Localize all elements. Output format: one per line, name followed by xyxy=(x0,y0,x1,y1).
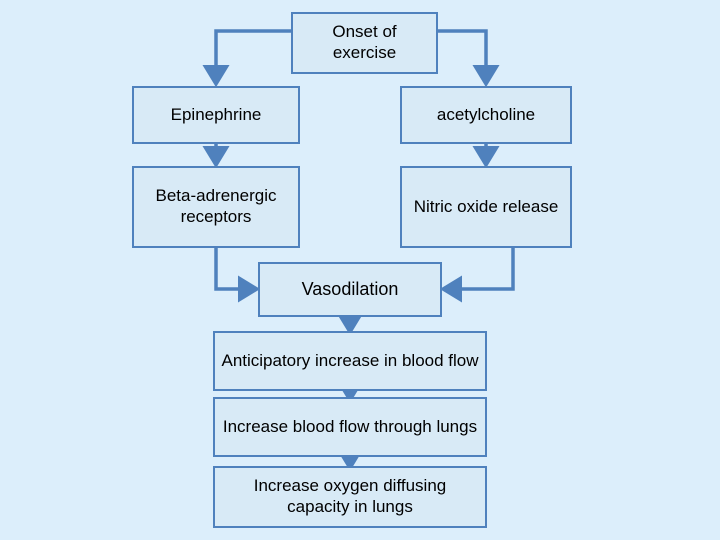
node-label: Nitric oxide release xyxy=(413,196,559,216)
node-label: Increase oxygen diffusing capacity in lu… xyxy=(253,476,447,516)
node-label: Anticipatory increase in blood flow xyxy=(221,350,479,370)
node-epinephrine: Epinephrine xyxy=(132,86,300,144)
node-nitric-oxide-release: Nitric oxide release xyxy=(400,166,572,248)
node-label: Vasodilation xyxy=(301,278,399,299)
node-onset-of-exercise: Onset of exercise xyxy=(291,12,438,74)
connector-nitric-to-vasodilation xyxy=(439,248,515,303)
node-anticipatory-increase-in-blood-flow: Anticipatory increase in blood flow xyxy=(213,331,487,391)
node-label: Increase blood flow through lungs xyxy=(222,416,478,436)
node-label: Beta-adrenergic receptors xyxy=(155,186,277,226)
connector-onset-to-acetylcholine xyxy=(438,29,500,88)
connector-onset-to-epinephrine xyxy=(202,29,291,88)
node-acetylcholine: acetylcholine xyxy=(400,86,572,144)
node-label: Epinephrine xyxy=(170,104,262,124)
connector-beta-to-vasodilation xyxy=(214,248,261,303)
node-increase-blood-flow-through-lungs: Increase blood flow through lungs xyxy=(213,397,487,457)
node-label: acetylcholine xyxy=(436,104,536,124)
node-vasodilation: Vasodilation xyxy=(258,262,442,317)
node-beta-adrenergic-receptors: Beta-adrenergic receptors xyxy=(132,166,300,248)
node-increase-oxygen-diffusing-capacity-in-lungs: Increase oxygen diffusing capacity in lu… xyxy=(213,466,487,528)
node-label: Onset of exercise xyxy=(332,22,397,62)
